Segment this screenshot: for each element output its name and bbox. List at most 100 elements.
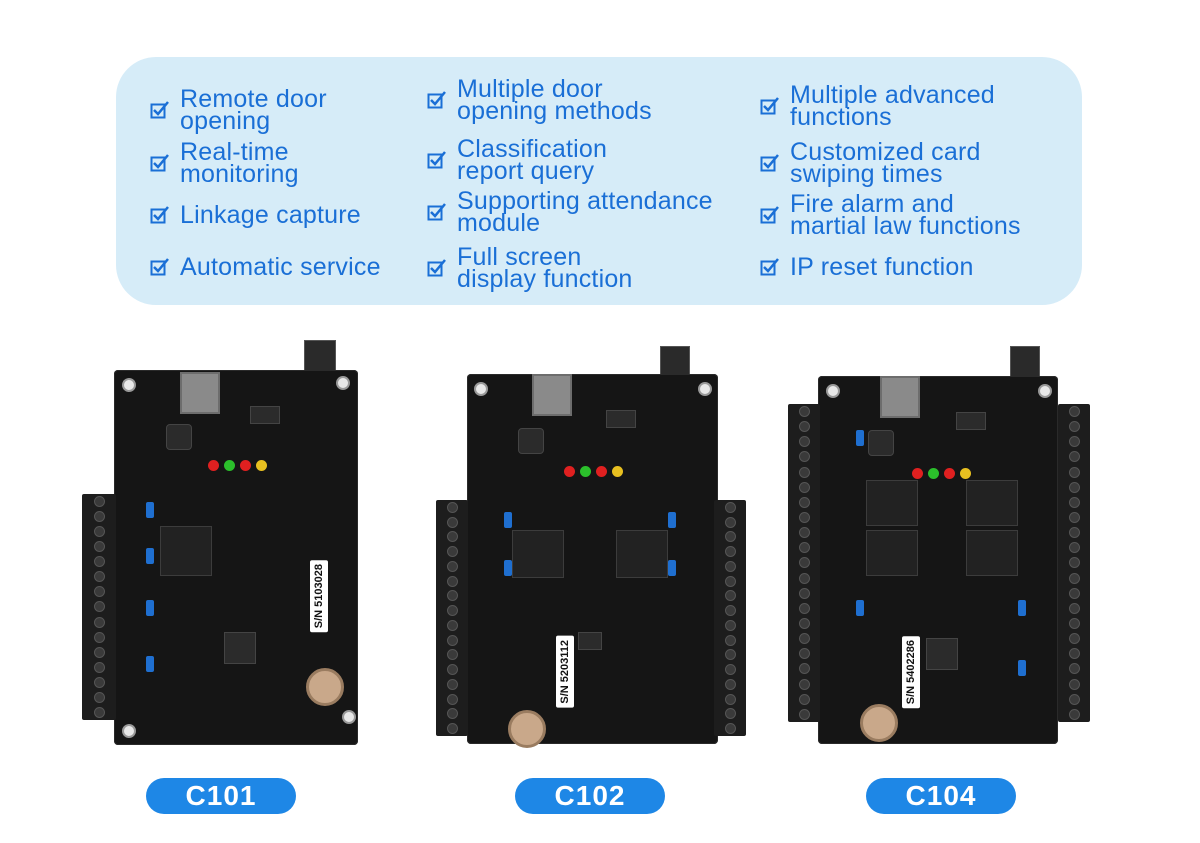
- feature-text: IP reset function: [790, 253, 974, 281]
- led-red: [208, 460, 219, 471]
- coin-battery: [860, 704, 898, 742]
- capacitor: [1018, 660, 1026, 676]
- capacitor: [504, 512, 512, 528]
- feature-item: Remote door opening: [150, 85, 327, 135]
- mcu-chip: [926, 638, 958, 670]
- coin-battery: [508, 710, 546, 748]
- features-panel: [116, 57, 1082, 305]
- ic-chip: [956, 412, 986, 430]
- feature-item: Automatic service: [150, 253, 381, 281]
- terminal-block: [436, 500, 468, 736]
- mcu-chip: [224, 632, 256, 664]
- led-yellow: [612, 466, 623, 477]
- checkbox-check-icon: [760, 206, 779, 224]
- led-green: [580, 466, 591, 477]
- checkbox-check-icon: [150, 154, 169, 172]
- ethernet-port: [880, 376, 920, 418]
- relay: [866, 530, 918, 576]
- mount-hole: [336, 376, 350, 390]
- led-yellow: [960, 468, 971, 479]
- feature-item: IP reset function: [760, 253, 974, 281]
- mount-hole: [122, 724, 136, 738]
- capacitor: [1018, 600, 1026, 616]
- feature-item: Linkage capture: [150, 201, 361, 229]
- led-red: [596, 466, 607, 477]
- checkbox-check-icon: [427, 203, 446, 221]
- relay: [966, 480, 1018, 526]
- relay: [616, 530, 668, 578]
- feature-item: Full screen display function: [427, 243, 633, 293]
- feature-text: Automatic service: [180, 253, 381, 281]
- inductor: [166, 424, 192, 450]
- feature-item: Classification report query: [427, 135, 608, 185]
- feature-text: Linkage capture: [180, 201, 361, 229]
- capacitor: [856, 430, 864, 446]
- serial-label: S/N 5103028: [310, 560, 328, 633]
- terminal-block: [82, 494, 116, 720]
- coin-battery: [306, 668, 344, 706]
- feature-item: Fire alarm and martial law functions: [760, 190, 1021, 240]
- feature-item: Customized card swiping times: [760, 138, 981, 188]
- feature-item: Multiple door opening methods: [427, 75, 652, 125]
- relay: [160, 526, 212, 576]
- feature-text: Full screen display function: [457, 243, 633, 293]
- capacitor: [668, 560, 676, 576]
- led-red: [564, 466, 575, 477]
- model-label-c102: C102: [515, 778, 665, 814]
- capacitor: [668, 512, 676, 528]
- mount-hole: [342, 710, 356, 724]
- ic-chip: [250, 406, 280, 424]
- feature-text: Supporting attendance module: [457, 187, 713, 237]
- led-green: [928, 468, 939, 479]
- relay: [512, 530, 564, 578]
- checkbox-check-icon: [150, 206, 169, 224]
- mount-hole: [1038, 384, 1052, 398]
- checkbox-check-icon: [760, 97, 779, 115]
- feature-item: Real-time monitoring: [150, 138, 299, 188]
- ethernet-port: [180, 372, 220, 414]
- capacitor: [856, 600, 864, 616]
- capacitor: [146, 656, 154, 672]
- checkbox-check-icon: [760, 258, 779, 276]
- capacitor: [146, 548, 154, 564]
- mount-hole: [698, 382, 712, 396]
- capacitor: [146, 600, 154, 616]
- pcb-board: [467, 374, 718, 744]
- feature-item: Multiple advanced functions: [760, 83, 995, 130]
- terminal-block: [714, 500, 746, 736]
- feature-item: Supporting attendance module: [427, 187, 713, 237]
- capacitor: [504, 560, 512, 576]
- checkbox-check-icon: [427, 259, 446, 277]
- inductor: [868, 430, 894, 456]
- pcb-board: [818, 376, 1058, 744]
- checkbox-check-icon: [427, 151, 446, 169]
- inductor: [518, 428, 544, 454]
- checkbox-check-icon: [150, 258, 169, 276]
- checkbox-check-icon: [760, 154, 779, 172]
- terminal-block: [788, 404, 820, 722]
- checkbox-check-icon: [150, 101, 169, 119]
- model-label-c101: C101: [146, 778, 296, 814]
- led-red: [240, 460, 251, 471]
- checkbox-check-icon: [427, 91, 446, 109]
- led-yellow: [256, 460, 267, 471]
- model-label-c104: C104: [866, 778, 1016, 814]
- mount-hole: [826, 384, 840, 398]
- mount-hole: [474, 382, 488, 396]
- led-red: [912, 468, 923, 479]
- capacitor: [146, 502, 154, 518]
- ic-chip: [606, 410, 636, 428]
- mount-hole: [122, 378, 136, 392]
- terminal-block: [1058, 404, 1090, 722]
- relay: [866, 480, 918, 526]
- feature-text: Remote door opening: [180, 85, 327, 135]
- relay: [966, 530, 1018, 576]
- crystal: [578, 632, 602, 650]
- feature-text: Classification report query: [457, 135, 608, 185]
- feature-text: Fire alarm and martial law functions: [790, 190, 1021, 240]
- feature-text: Customized card swiping times: [790, 138, 981, 188]
- feature-text: Real-time monitoring: [180, 138, 299, 188]
- serial-label: S/N 5203112: [556, 636, 574, 708]
- feature-text: Multiple door opening methods: [457, 75, 652, 125]
- led-green: [224, 460, 235, 471]
